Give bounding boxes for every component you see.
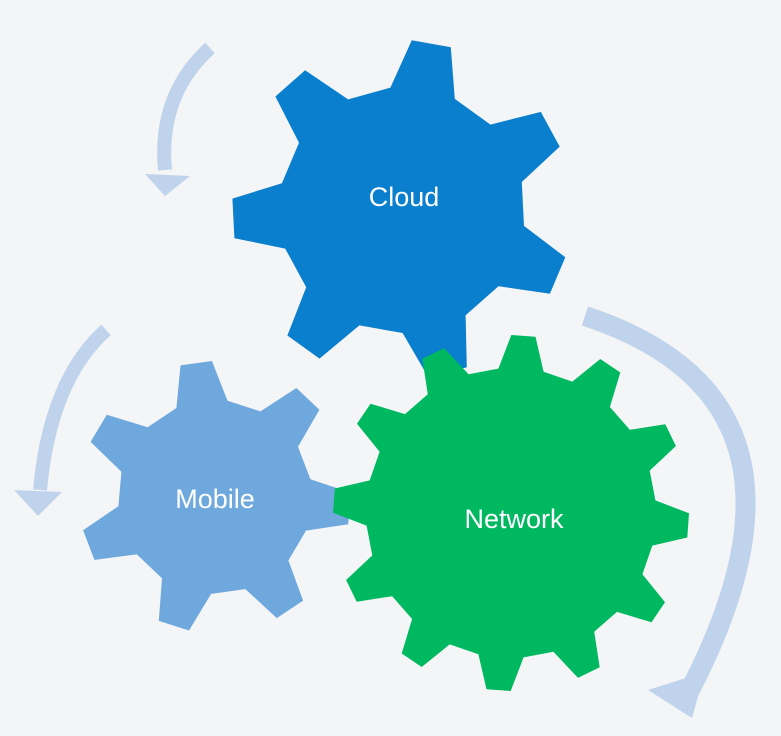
gear-mobile: Mobile [83, 361, 351, 631]
cycle-arrows [14, 42, 756, 718]
arrow-mid-left-icon [14, 324, 111, 516]
gear-label-cloud: Cloud [369, 182, 440, 212]
arrow-right-icon [581, 306, 756, 718]
gear-cloud: Cloud [232, 40, 566, 378]
cloud-gear-icon [232, 40, 566, 378]
gear-network: Network [333, 335, 689, 691]
gear-label-mobile: Mobile [175, 484, 255, 514]
gear-label-network: Network [464, 504, 564, 534]
network-gear-icon [333, 335, 689, 691]
arrow-top-left-icon [145, 42, 215, 196]
mobile-gear-icon [83, 361, 351, 631]
